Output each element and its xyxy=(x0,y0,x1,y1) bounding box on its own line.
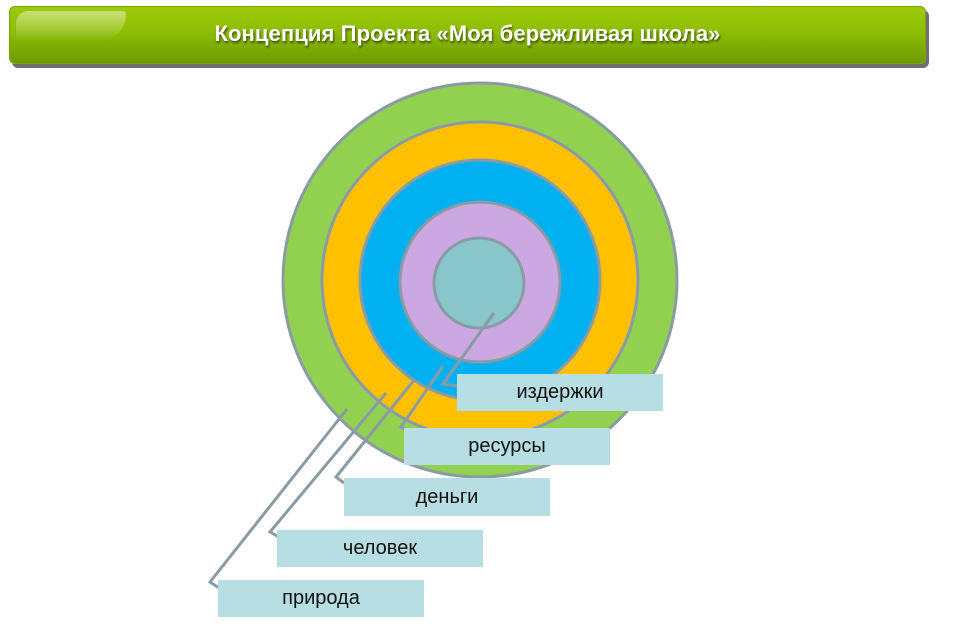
connector-dengi xyxy=(333,378,417,485)
title-gloss-highlight xyxy=(16,11,126,41)
label-text: человек xyxy=(342,537,418,559)
label-text: ресурсы xyxy=(468,435,546,457)
label-izderzhki: издержки xyxy=(457,374,663,411)
label-text: издержки xyxy=(516,381,604,403)
label-text: деньги xyxy=(415,485,479,508)
connector-chelovek xyxy=(267,392,388,539)
title-banner: Концепция Проекта «Моя бережливая школа» xyxy=(9,6,926,64)
label-priroda: природа xyxy=(218,580,424,617)
label-text: природа xyxy=(282,587,360,609)
core-teal xyxy=(432,236,526,330)
connector-priroda xyxy=(207,408,349,590)
page-title: Концепция Проекта «Моя бережливая школа» xyxy=(214,21,721,46)
label-dengi: деньги xyxy=(344,478,550,516)
label-chelovek: человек xyxy=(277,530,483,567)
connector-izderzhki xyxy=(440,312,496,388)
label-resursy: ресурсы xyxy=(404,428,610,465)
